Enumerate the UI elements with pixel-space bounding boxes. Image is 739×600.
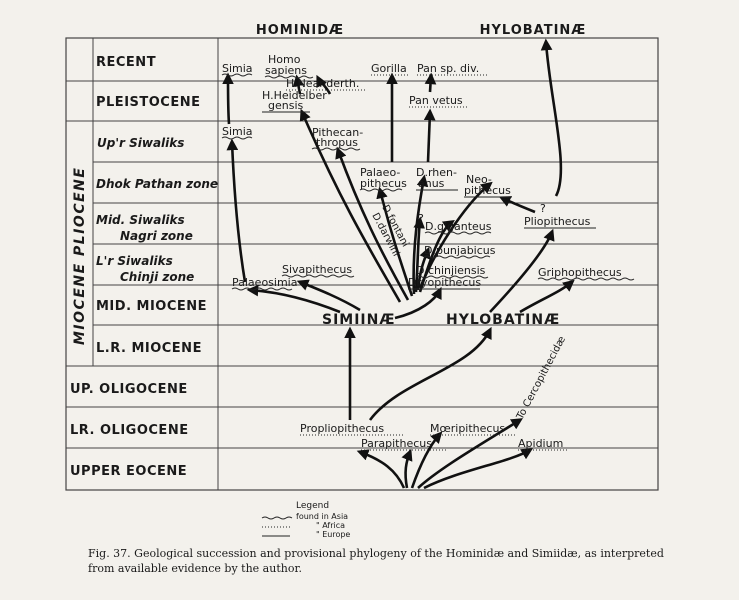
taxon-apidium: Apidium <box>518 437 563 450</box>
taxon-simia-recent: Simia <box>222 62 253 75</box>
taxon-sivapithecus: Sivapithecus <box>282 263 352 276</box>
period-upr-siwaliks: Up'r Siwaliks <box>97 136 184 150</box>
taxon-neopithecus-1: Neo- <box>466 173 492 186</box>
period-lr-miocene: L.R. MIOCENE <box>96 341 202 356</box>
time-table-grid <box>65 37 659 491</box>
taxon-drhenanus-2: anus <box>418 177 445 190</box>
taxon-griphopithecus: Griphopithecus <box>538 266 622 279</box>
taxon-neanderthalensis: H.Neanderth. <box>286 77 359 90</box>
taxon-neopithecus-2: pithecus <box>464 184 511 197</box>
taxon-moeripithecus: Mœripithecus <box>430 422 505 435</box>
period-dhok-pathan: Dhok Pathan zone <box>96 177 218 191</box>
taxon-propliopithecus: Propliopithecus <box>300 422 384 435</box>
taxon-heidelbergensis-1: H.Heidelber <box>262 89 327 102</box>
period-nagri-zone: Nagri zone <box>120 229 193 243</box>
taxon-dchinjiensis: D.chinjiensis <box>416 264 486 277</box>
taxon-pithecanthropus-2: thropus <box>316 136 358 149</box>
period-mid-siwaliks: Mid. Siwaliks <box>96 213 185 227</box>
taxon-sapiens: sapiens <box>265 64 307 77</box>
taxon-simia-uprsiwaliks: Simia <box>222 125 253 138</box>
taxon-palaeopithecus-1: Palaeo- <box>360 166 400 179</box>
legend-africa: " Africa <box>316 521 345 530</box>
taxon-palaeopithecus-2: pithecus <box>360 177 407 190</box>
header-hominidae: HOMINIDÆ <box>256 23 344 38</box>
label-hylobatinae: HYLOBATINÆ <box>446 312 560 328</box>
period-up-oligocene: UP. OLIGOCENE <box>70 382 188 397</box>
header-hylobatinae: HYLOBATINÆ <box>480 23 587 38</box>
taxon-heidelbergensis-2: gensis <box>268 99 304 112</box>
taxon-drhenanus-1: D.rhen- <box>416 166 457 179</box>
legend-asia-symbol <box>261 516 293 520</box>
period-upper-eocene: UPPER EOCENE <box>70 464 187 479</box>
period-pleistocene: PLEISTOCENE <box>96 95 201 110</box>
legend-title: Legend <box>296 501 329 511</box>
taxon-dgiganteus: D.giganteus <box>425 220 492 233</box>
figure-caption: Fig. 37. Geological succession and provi… <box>88 547 664 575</box>
label-to-cercopithecidae: To Cercopithecidæ <box>514 335 568 423</box>
taxon-pithecanthropus-1: Pithecan- <box>312 126 363 139</box>
period-chinji-zone: Chinji zone <box>120 270 194 284</box>
period-mid-miocene: MID. MIOCENE <box>96 299 207 314</box>
taxon-pan-vetus: Pan vetus <box>409 94 463 107</box>
question-mark-pliopithecus: ? <box>540 202 546 215</box>
phylogeny-branches <box>222 38 575 490</box>
taxon-parapithecus: Parapithecus <box>361 437 432 450</box>
taxon-dryopithecus: Dryopithecus <box>408 276 481 289</box>
period-lr-oligocene: LR. OLIGOCENE <box>70 423 189 438</box>
taxon-pliopithecus: Pliopithecus <box>524 215 591 228</box>
taxon-palaeosimia: Palaeosimia <box>232 276 297 289</box>
period-miocene-pliocene: MIOCENE PLIOCENE <box>72 167 88 345</box>
legend-europe: " Europe <box>316 530 350 539</box>
label-simiinae: SIMIINÆ <box>322 312 396 328</box>
locality-underlines <box>221 73 635 451</box>
taxon-homo: Homo <box>268 53 301 66</box>
period-recent: RECENT <box>96 55 156 70</box>
taxon-pan-sp: Pan sp. div. <box>417 62 479 75</box>
question-mark-dgiganteus: ? <box>418 212 424 225</box>
legend: Legend found in Asia " Africa " Europe <box>261 501 350 539</box>
period-lr-siwaliks: L'r Siwaliks <box>96 254 173 268</box>
taxon-gorilla: Gorilla <box>371 62 407 75</box>
taxon-dpunjabicus: D.punjabicus <box>424 244 496 257</box>
legend-asia: found in Asia <box>296 512 348 521</box>
